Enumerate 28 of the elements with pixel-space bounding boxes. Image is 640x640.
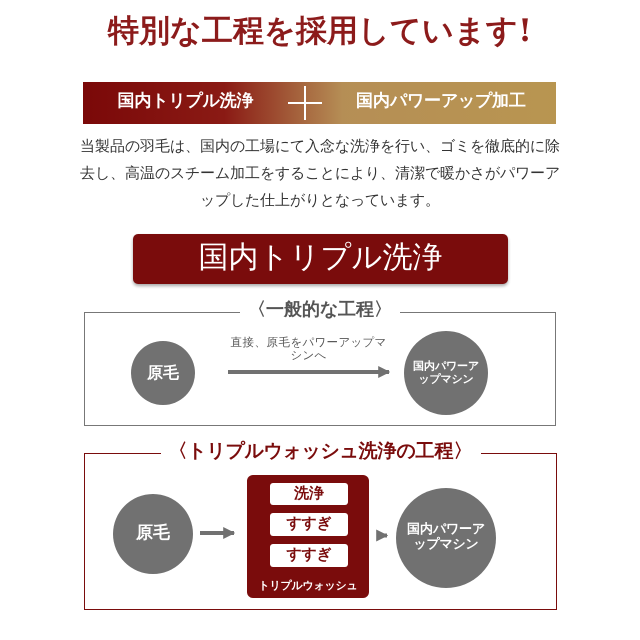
title-banner bbox=[83, 82, 556, 124]
circle-label: 原毛 bbox=[134, 524, 171, 544]
step-box bbox=[270, 483, 348, 505]
circle-label: 国内パワーアップマシン bbox=[413, 360, 479, 386]
circle-label: 原毛 bbox=[146, 364, 180, 382]
arrow bbox=[200, 527, 236, 539]
arrow bbox=[376, 530, 388, 542]
step-box bbox=[270, 544, 348, 567]
section-heading-box bbox=[133, 234, 508, 284]
title: 特別な工程を採用しています! bbox=[106, 14, 533, 50]
process-circle bbox=[404, 331, 488, 415]
circle-label: 国内パワーアップマシン bbox=[407, 523, 485, 553]
step-label: 洗浄 bbox=[293, 485, 325, 502]
group-caption: トリプルウォッシュ bbox=[258, 580, 358, 593]
frame-heading: 〈一般的な工程〉 bbox=[240, 300, 400, 322]
process-group-box bbox=[247, 475, 369, 598]
description-paragraph: 当製品の羽毛は、国内の工場にて入念な洗浄を行い、ゴミを徹底的に除去し、高温のスチーム加工をすることにより、清潔で暖かさがパワーアップした仕上がりとなっています。 bbox=[79, 136, 561, 211]
step-label: すすぎ bbox=[286, 546, 332, 564]
process-circle bbox=[131, 341, 195, 405]
step-box bbox=[270, 513, 348, 536]
banner-text: 国内パワーアップ加工 bbox=[355, 92, 527, 112]
frame-heading: 〈トリプルウォッシュ洗浄の工程〉 bbox=[160, 440, 480, 463]
process-circle bbox=[396, 488, 496, 588]
step-label: すすぎ bbox=[286, 515, 332, 532]
arrow bbox=[228, 366, 390, 378]
banner-text: 国内トリプル洗浄 bbox=[116, 92, 254, 112]
heading-text: 国内トリプル洗浄 bbox=[198, 241, 444, 276]
process-circle bbox=[113, 494, 193, 574]
